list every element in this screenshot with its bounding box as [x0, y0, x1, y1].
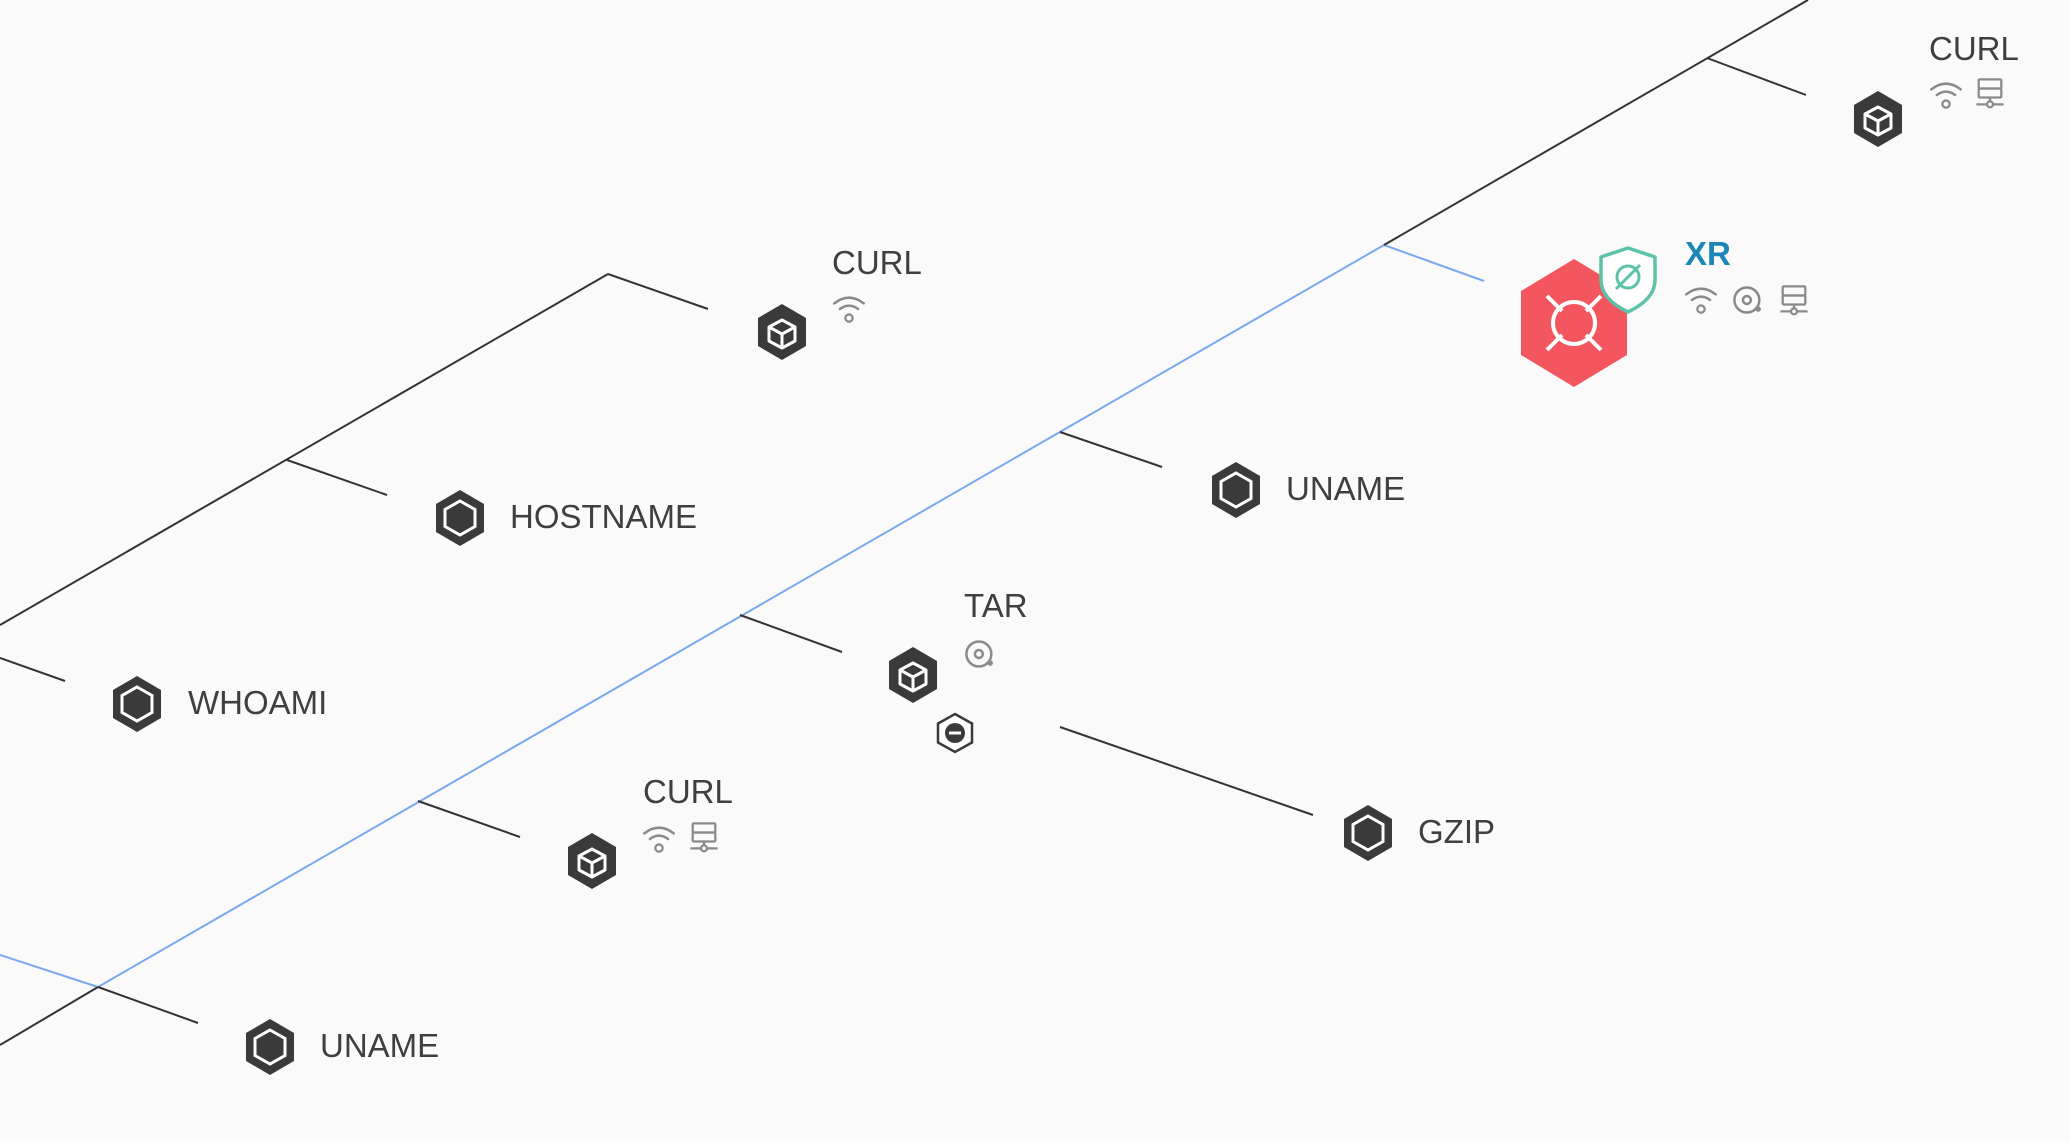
- process-node-curl[interactable]: CURL: [1854, 30, 2019, 147]
- edge: [1383, 0, 1809, 246]
- container-cube-icon: [889, 647, 937, 703]
- edge: [607, 273, 709, 310]
- node-label: WHOAMI: [188, 684, 327, 721]
- shield-slash-icon: [1599, 246, 1657, 314]
- process-node-curl[interactable]: CURL: [758, 244, 922, 360]
- process-node-curl[interactable]: CURL: [568, 773, 733, 889]
- node-label: UNAME: [320, 1027, 439, 1064]
- process-node-uname[interactable]: UNAME: [246, 1019, 439, 1075]
- node-label: GZIP: [1418, 813, 1495, 850]
- process-node-whoami[interactable]: WHOAMI: [113, 676, 327, 732]
- container-cube-icon: [758, 304, 806, 360]
- process-node-xr[interactable]: XR: [1521, 235, 1809, 387]
- edge-active: [0, 954, 99, 988]
- edge: [1706, 57, 1807, 96]
- wifi-icon: [643, 826, 675, 853]
- alert-target-icon: [1521, 259, 1627, 387]
- disk-icon: [965, 640, 995, 668]
- process-node-gzip[interactable]: GZIP: [1344, 805, 1495, 861]
- wifi-icon: [1930, 82, 1962, 109]
- node-label: UNAME: [1286, 470, 1405, 507]
- edge: [97, 986, 199, 1024]
- process-hexagon-icon: [1344, 805, 1392, 861]
- edges: [0, 0, 1809, 1046]
- edge: [417, 800, 521, 838]
- edge: [286, 459, 388, 496]
- edge: [1059, 726, 1314, 816]
- node-label: CURL: [643, 773, 733, 810]
- wifi-icon: [1685, 287, 1717, 314]
- process-node-uname[interactable]: UNAME: [1212, 462, 1405, 518]
- node-label: XR: [1685, 235, 1731, 272]
- container-cube-icon: [568, 833, 616, 889]
- edge-active: [1383, 244, 1485, 282]
- process-node-tar[interactable]: TAR: [889, 587, 1028, 754]
- container-cube-icon: [1854, 91, 1902, 147]
- edge: [0, 273, 609, 626]
- process-hexagon-icon: [436, 490, 484, 546]
- edge: [0, 986, 99, 1046]
- storage-icon: [1779, 285, 1809, 316]
- edge: [0, 657, 66, 682]
- node-label: TAR: [964, 587, 1028, 624]
- process-node-hostname[interactable]: HOSTNAME: [436, 490, 697, 546]
- storage-icon: [689, 822, 719, 853]
- process-hexagon-icon: [1212, 462, 1260, 518]
- wifi-icon: [833, 296, 865, 323]
- collapse-minus-icon[interactable]: [936, 712, 974, 754]
- node-label: CURL: [1929, 30, 2019, 67]
- edge: [1059, 431, 1163, 468]
- storage-icon: [1975, 78, 2005, 109]
- process-hexagon-icon: [113, 676, 161, 732]
- edge: [739, 614, 843, 653]
- process-hexagon-icon: [246, 1019, 294, 1075]
- node-label: HOSTNAME: [510, 498, 697, 535]
- node-label: CURL: [832, 244, 922, 281]
- disk-icon: [1733, 286, 1763, 314]
